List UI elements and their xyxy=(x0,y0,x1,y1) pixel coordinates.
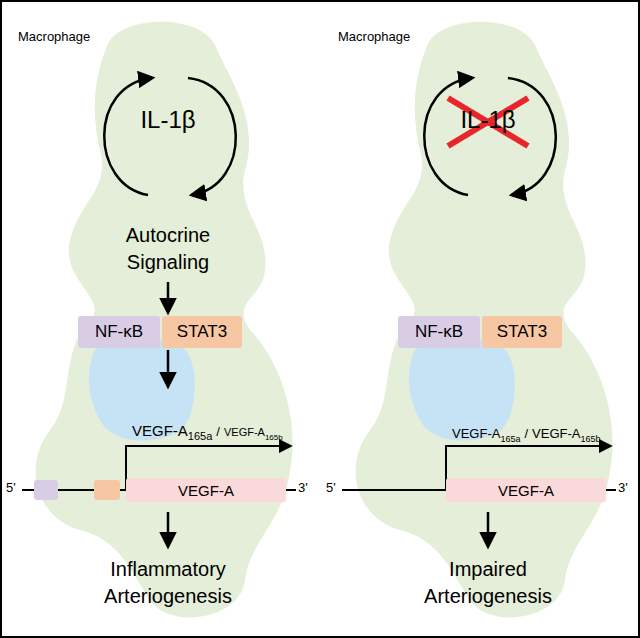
arrow xyxy=(167,282,170,312)
factor-box: NF-κB xyxy=(78,316,160,348)
cell-name: Macrophage xyxy=(18,30,90,45)
gene-name: VEGF-A xyxy=(132,422,188,439)
box-text: NF-κB xyxy=(415,322,463,342)
box-text: VEGF-A xyxy=(498,482,554,499)
arrow xyxy=(167,350,170,386)
box-text: VEGF-A xyxy=(178,482,234,499)
gene-box: VEGF-A xyxy=(126,478,286,502)
arrow xyxy=(487,512,490,546)
end-label: 5' xyxy=(6,481,16,496)
end-label: 3' xyxy=(298,481,308,496)
outcome-label: Impaired Arteriogenesis xyxy=(413,556,563,610)
gene-name: VEGF-A xyxy=(224,426,265,438)
cell-name: Macrophage xyxy=(338,30,410,45)
macrophage-shape xyxy=(356,22,613,618)
factor-box: STAT3 xyxy=(482,316,562,348)
nucleus-shape xyxy=(409,337,515,441)
gene-name: VEGF-A xyxy=(452,426,500,441)
transcript-label: VEGF-A165a/VEGF-A165b xyxy=(452,424,601,444)
end-label: 5' xyxy=(326,481,336,496)
end-label: 3' xyxy=(618,481,628,496)
box-text: STAT3 xyxy=(497,322,547,342)
cross-out xyxy=(448,98,528,146)
autocrine-loop xyxy=(188,78,236,195)
cytokine: IL-1β xyxy=(140,106,195,134)
isoform: 165a xyxy=(500,434,520,444)
factor-box: NF-κB xyxy=(398,316,480,348)
transcript-label: VEGF-A165a/VEGF-A165b xyxy=(132,422,283,442)
box-text: STAT3 xyxy=(177,322,227,342)
box-text: NF-κB xyxy=(95,322,143,342)
arrow xyxy=(167,512,170,546)
cytokine: IL-1β xyxy=(460,106,515,134)
nucleus-shape xyxy=(89,337,195,441)
factor-box: STAT3 xyxy=(162,316,242,348)
isoform: 165a xyxy=(188,430,212,442)
macrophage-shape xyxy=(36,22,293,618)
process-label: Autocrine Signaling xyxy=(108,222,228,276)
promoter-site xyxy=(34,480,58,500)
autocrine-loop xyxy=(104,78,152,195)
separator: / xyxy=(216,424,220,439)
gene-box: VEGF-A xyxy=(446,478,606,502)
isoform: 165b xyxy=(580,434,600,444)
gene-name: VEGF-A xyxy=(532,426,580,441)
cross-out xyxy=(448,98,528,146)
outcome-label: Inflammatory Arteriogenesis xyxy=(93,556,243,610)
promoter-site xyxy=(94,480,120,500)
isoform: 165b xyxy=(265,433,283,442)
separator: / xyxy=(524,426,528,441)
